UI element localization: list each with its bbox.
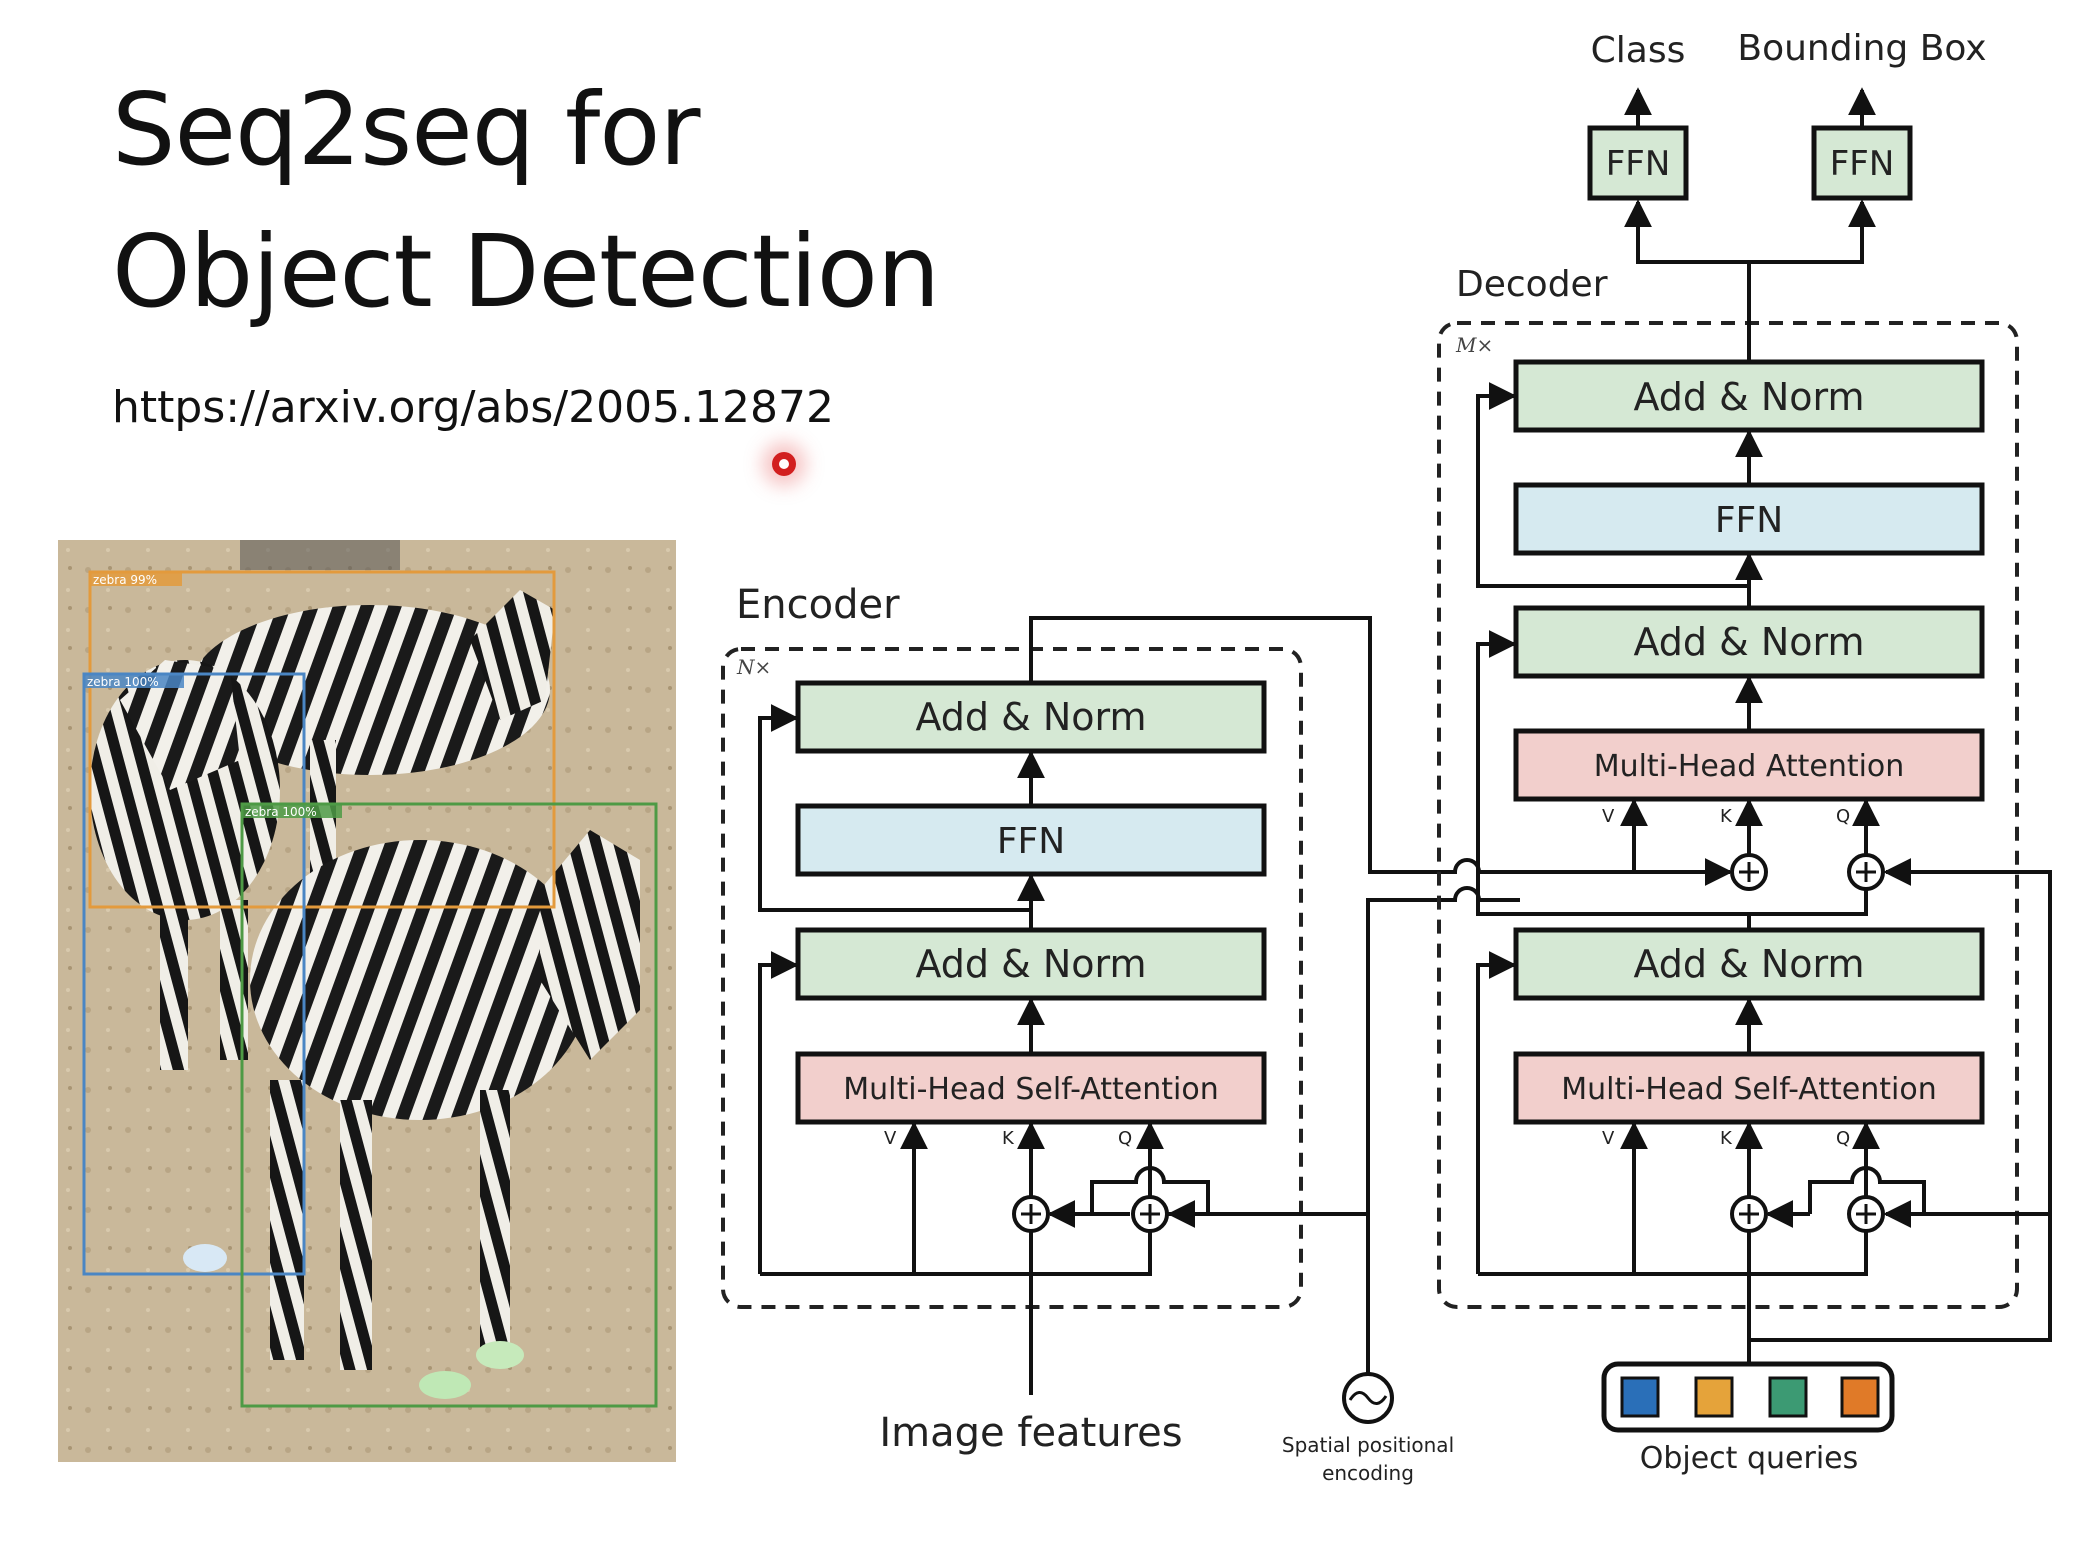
- detection-label-1: zebra 99%: [93, 573, 157, 587]
- decoder-self-attention-label: Multi-Head Self-Attention: [1561, 1072, 1937, 1107]
- encoder-q-label: Q: [1118, 1128, 1132, 1149]
- bbox-ffn-label: FFN: [1830, 144, 1895, 184]
- prediction-heads: FFN FFN Class Bounding Box: [1587, 28, 1987, 201]
- detection-label-2: zebra 100%: [87, 675, 159, 689]
- encoder-repeat: N×: [736, 655, 771, 679]
- encoder-dashed-frame: [721, 647, 1303, 1309]
- class-ffn-label: FFN: [1606, 144, 1671, 184]
- encoder-ffn: [795, 803, 1267, 877]
- encoder-label: Encoder: [736, 582, 900, 628]
- decoder-self-k-label: K: [1720, 1128, 1733, 1149]
- spatial-encoding-label-line-1: Spatial positional: [1282, 1433, 1454, 1457]
- zebra-photo: zebra 99% zebra 100% zebra 100%: [58, 540, 676, 1462]
- decoder-ffn: [1513, 482, 1985, 556]
- object-queries-container: [1601, 1361, 1895, 1433]
- paper-url: https://arxiv.org/abs/2005.12872: [112, 382, 835, 433]
- encoder-add-norm-bottom-label: Add & Norm: [915, 942, 1146, 986]
- slide-title-line-2: Object Detection: [112, 213, 940, 330]
- encoder-self-attention-label: Multi-Head Self-Attention: [843, 1072, 1219, 1107]
- object-query-3: [1768, 1376, 1808, 1418]
- decoder-dashed-frame: [1437, 321, 2019, 1309]
- detection-box-green: [240, 802, 658, 1408]
- detection-label-3: zebra 100%: [245, 805, 317, 819]
- decoder-add-norm-2-label: Add & Norm: [1633, 620, 1864, 664]
- decoder: Decoder M× Add & Norm FFN Add & Norm Mul…: [1437, 87, 2052, 1395]
- encoder-k-label: K: [1002, 1128, 1015, 1149]
- decoder-plus-nodes: [1730, 853, 1885, 1233]
- encoder: Encoder N× Add & Norm FFN Add & Norm Mul…: [721, 582, 1733, 1395]
- object-query-1: [1620, 1376, 1660, 1418]
- decoder-cross-attention-label: Multi-Head Attention: [1594, 749, 1905, 784]
- class-ffn: [1587, 125, 1689, 201]
- encoder-ffn-label: FFN: [997, 821, 1065, 862]
- spatial-encoding-label-line-2: encoding: [1322, 1461, 1414, 1485]
- class-output-label: Class: [1591, 30, 1686, 71]
- object-query-2: [1694, 1376, 1734, 1418]
- decoder-cross-k-label: K: [1720, 806, 1733, 827]
- decoder-cross-q-label: Q: [1836, 806, 1850, 827]
- decoder-add-norm-1-label: Add & Norm: [1633, 375, 1864, 419]
- image-features-label: Image features: [879, 1410, 1182, 1456]
- encoder-connections: [758, 616, 1733, 1395]
- object-query-4: [1840, 1376, 1880, 1418]
- zebra-front: [250, 830, 640, 1399]
- decoder-cross-v-label: V: [1602, 806, 1615, 827]
- detection-box-orange: [88, 570, 556, 909]
- decoder-self-v-label: V: [1602, 1128, 1615, 1149]
- decoder-repeat: M×: [1455, 333, 1493, 357]
- encoder-add-norm-top-label: Add & Norm: [915, 695, 1146, 739]
- mouse-pointer-icon: [772, 452, 796, 476]
- object-queries-label: Object queries: [1640, 1441, 1859, 1476]
- diagram-inputs: Image features Spatial positional encodi…: [879, 1361, 1895, 1485]
- encoder-plus-nodes: [1012, 1195, 1169, 1233]
- decoder-ffn-label: FFN: [1715, 500, 1783, 541]
- slide-title-line-1: Seq2seq for: [112, 71, 700, 188]
- decoder-add-norm-3-label: Add & Norm: [1633, 942, 1864, 986]
- encoder-v-label: V: [884, 1128, 897, 1149]
- decoder-label: Decoder: [1456, 264, 1608, 305]
- bbox-output-label: Bounding Box: [1737, 28, 1986, 69]
- decoder-connections: [1476, 87, 2052, 1395]
- detection-box-blue: [82, 672, 306, 1276]
- decoder-self-q-label: Q: [1836, 1128, 1850, 1149]
- bbox-ffn: [1811, 125, 1913, 201]
